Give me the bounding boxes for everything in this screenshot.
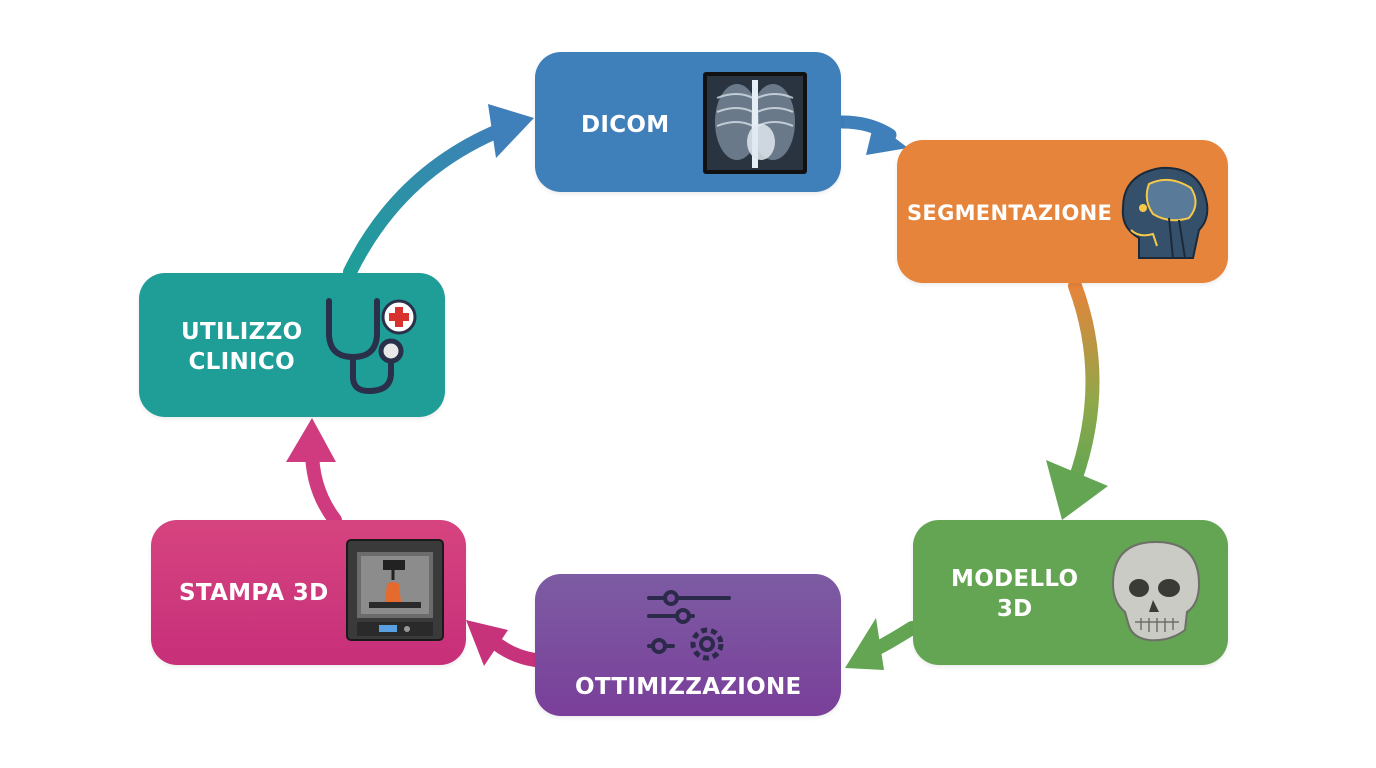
arrow-utilizzo-to-dicom: [343, 104, 534, 279]
stage-label: OTTIMIZZAZIONE: [575, 674, 802, 700]
arrow-stampa-to-utilizzo: [286, 418, 342, 527]
stage-segmentazione: SEGMENTAZIONE: [897, 140, 1228, 283]
chest-xray-icon: [703, 72, 807, 174]
stage-label: DICOM: [581, 112, 670, 138]
arrow-segmentazione-to-modello: [1046, 279, 1108, 520]
head-scan-icon: [1121, 166, 1209, 259]
arrow-modello-to-ottimizzazione: [845, 618, 919, 670]
stage-label: MODELLO 3D: [951, 566, 1079, 622]
stage-dicom: DICOM: [535, 52, 841, 192]
sliders-gear-icon: [647, 590, 731, 661]
skull-icon: [1111, 540, 1201, 642]
arrow-dicom-to-segmentazione: [835, 115, 908, 155]
arrow-ottimizzazione-to-stampa: [466, 620, 542, 667]
stage-modello-3d: MODELLO 3D: [913, 520, 1228, 665]
stage-label: STAMPA 3D: [179, 580, 329, 606]
3d-printer-icon: [346, 539, 444, 641]
stage-ottimizzazione: OTTIMIZZAZIONE: [535, 574, 841, 716]
stethoscope-icon: [326, 298, 417, 395]
stage-utilizzo-clinico: UTILIZZO CLINICO: [139, 273, 445, 417]
stage-label: UTILIZZO CLINICO: [181, 319, 303, 375]
stage-stampa-3d: STAMPA 3D: [151, 520, 466, 665]
stage-label: SEGMENTAZIONE: [907, 201, 1113, 225]
